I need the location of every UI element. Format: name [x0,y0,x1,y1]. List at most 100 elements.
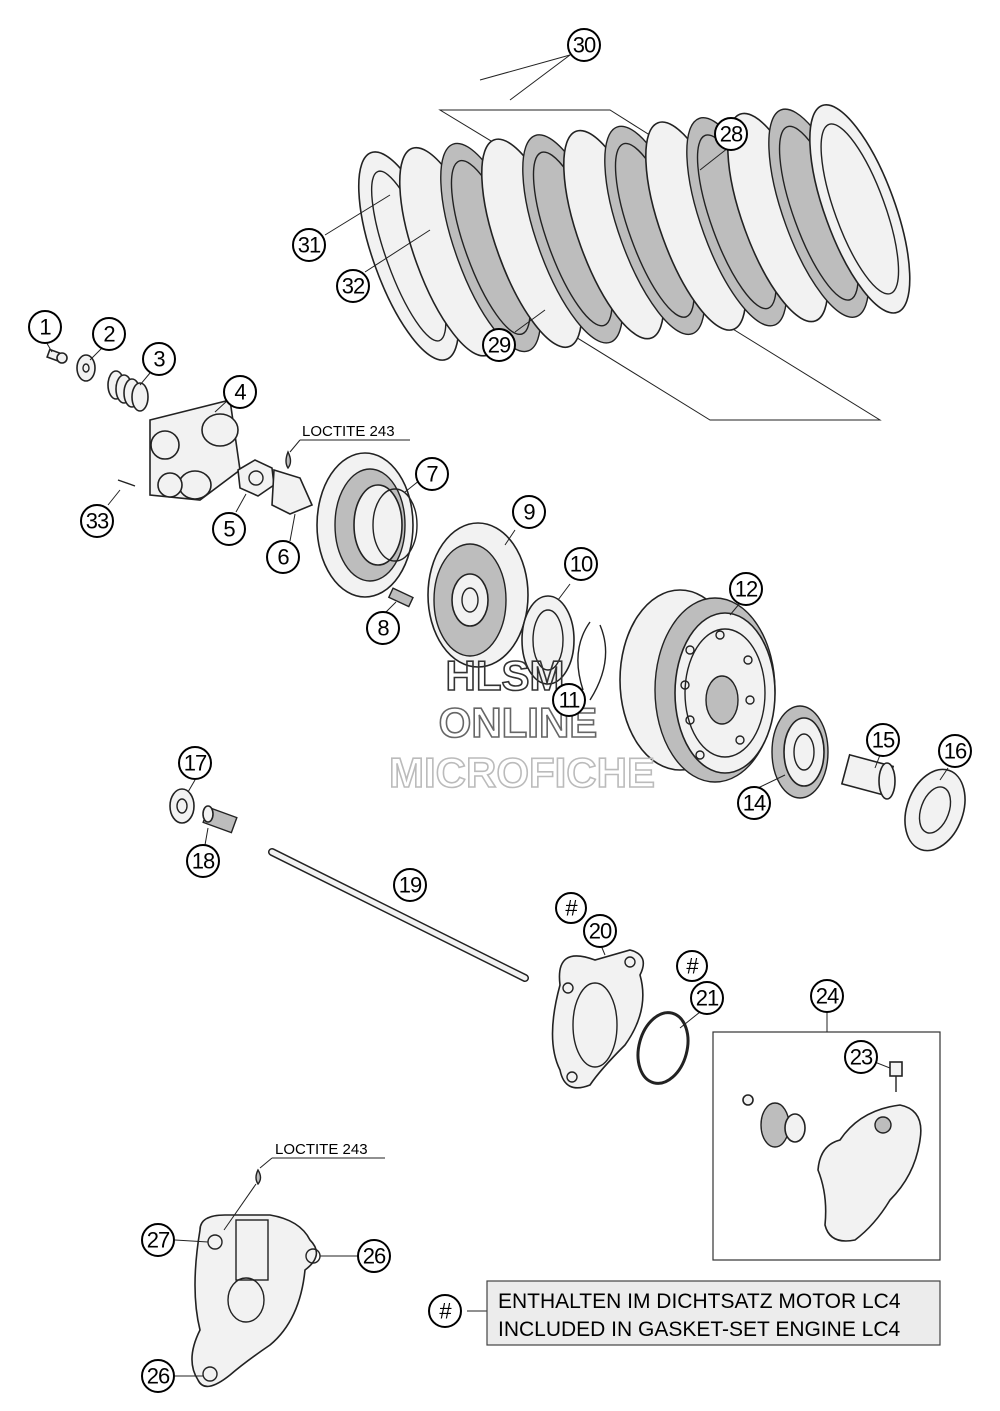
svg-text:11: 11 [559,688,581,713]
part-bushing-18 [202,805,238,834]
part-washer-2 [76,354,96,382]
svg-text:4: 4 [234,380,246,405]
part-o-ring-21 [636,1011,690,1085]
legend-symbol: # [428,1294,462,1328]
svg-text:30: 30 [573,33,596,58]
callout-19: 19 [393,868,427,902]
callout-7: 7 [415,457,449,491]
svg-text:2: 2 [103,322,115,347]
legend: # ENTHALTEN IM DICHTSATZ MOTOR LC4 INCLU… [428,1280,941,1346]
svg-text:21: 21 [696,986,719,1011]
callout-24: 24 [810,979,844,1013]
gasket-marker-21: # [676,950,708,982]
svg-text:26: 26 [363,1244,386,1269]
callout-9: 9 [512,495,546,529]
part-screw-1 [46,348,68,364]
part-pressure-cap-4 [117,399,241,501]
svg-text:8: 8 [377,616,389,641]
loctite-drop-1 [285,439,410,470]
svg-text:23: 23 [850,1045,873,1070]
callout-26-upper: 26 [357,1239,391,1273]
svg-text:10: 10 [570,552,593,577]
watermark: HLSM ONLINE MICROFICHE [388,651,656,797]
svg-text:20: 20 [589,919,612,944]
part-slave-cylinder-24 [712,1012,941,1261]
part-thrust-washer-10 [521,595,575,685]
svg-text:19: 19 [399,873,422,898]
gasket-marker-20: # [555,892,587,924]
callout-28: 28 [714,117,748,151]
callout-23: 23 [844,1040,878,1074]
svg-text:#: # [565,896,578,921]
svg-text:24: 24 [816,984,839,1009]
callout-26-lower: 26 [141,1359,175,1393]
part-pressure-plate-9 [427,522,529,668]
part-lock-washer-6 [271,468,314,515]
part-needle-bearing-15 [840,753,896,800]
callout-14: 14 [737,786,771,820]
callout-33: 33 [80,504,114,538]
watermark-line-1: HLSM [446,652,565,699]
svg-text:6: 6 [277,545,289,570]
callout-31: 31 [292,228,326,262]
callout-12: 12 [729,572,763,606]
svg-text:29: 29 [488,333,511,358]
svg-text:3: 3 [153,347,165,372]
callout-17: 17 [178,746,212,780]
svg-text:7: 7 [426,462,438,487]
part-push-rod-19 [268,848,529,982]
svg-text:26: 26 [147,1364,170,1389]
callout-16: 16 [938,734,972,768]
callout-2: 2 [92,317,126,351]
part-gasket-20 [551,949,645,1089]
callout-5: 5 [212,512,246,546]
loctite-drop-2 [255,1157,385,1186]
callout-29: 29 [482,328,516,362]
loctite-label-1: LOCTITE 243 [302,423,395,440]
part-clutch-cover-26 [191,1214,321,1388]
callout-6: 6 [266,540,300,574]
callout-20: 20 [583,914,617,948]
callout-8: 8 [366,611,400,645]
svg-text:28: 28 [720,122,743,147]
svg-text:1: 1 [39,315,51,340]
callout-10: 10 [564,547,598,581]
svg-text:14: 14 [743,791,766,816]
legend-line-1: ENTHALTEN IM DICHTSATZ MOTOR LC4 [498,1290,901,1313]
part-nut-5 [237,459,275,497]
svg-text:5: 5 [223,517,235,542]
svg-text:17: 17 [184,751,207,776]
callout-27: 27 [141,1223,175,1257]
svg-text:#: # [439,1299,452,1324]
part-spring-8 [387,587,414,608]
callout-4: 4 [223,375,257,409]
part-outer-basket-12 [619,589,776,783]
part-circlip-11 [577,621,607,701]
svg-text:33: 33 [86,509,109,534]
callout-18: 18 [186,844,220,878]
part-springs-3 [107,370,149,412]
callout-15: 15 [866,723,900,757]
part-inner-hub-7 [316,452,418,598]
legend-line-2: INCLUDED IN GASKET-SET ENGINE LC4 [498,1318,901,1341]
svg-text:#: # [686,954,699,979]
svg-text:32: 32 [342,274,365,299]
clutch-plate-stack [357,104,911,421]
callout-1: 1 [28,310,62,344]
svg-text:12: 12 [735,577,758,602]
callout-30: 30 [567,28,601,62]
part-gear-14 [771,705,829,799]
part-washer-16 [904,768,966,852]
svg-text:31: 31 [298,233,321,258]
part-seal-17 [169,788,195,824]
svg-text:18: 18 [192,849,215,874]
loctite-label-2: LOCTITE 243 [275,1141,368,1158]
callout-32: 32 [336,269,370,303]
callout-21: 21 [690,981,724,1015]
svg-text:27: 27 [147,1228,170,1253]
watermark-line-3: MICROFICHE [389,749,655,796]
svg-text:15: 15 [872,728,895,753]
svg-text:9: 9 [523,500,535,525]
